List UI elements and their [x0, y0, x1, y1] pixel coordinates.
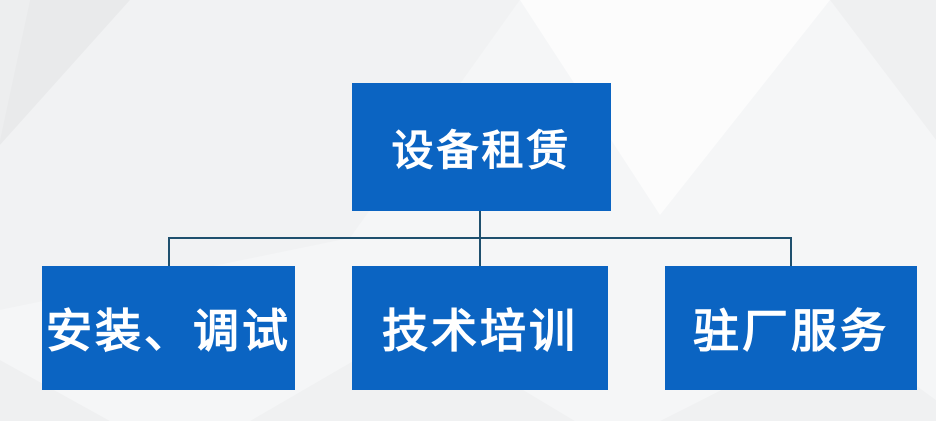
connector-drop-right	[790, 237, 792, 266]
node-child-installation-label: 安装、调试	[46, 304, 291, 358]
connector-root-stem	[479, 211, 481, 239]
node-root: 设备租赁	[352, 83, 611, 211]
node-child-onsite-service: 驻厂服务	[665, 266, 917, 390]
node-child-training: 技术培训	[352, 266, 608, 390]
node-child-training-label: 技术培训	[382, 304, 578, 358]
connector-drop-middle	[479, 237, 481, 266]
node-child-onsite-service-label: 驻厂服务	[693, 304, 889, 358]
node-root-label: 设备租赁	[391, 125, 572, 175]
connector-drop-left	[168, 237, 170, 266]
node-child-installation: 安装、调试	[42, 266, 295, 390]
